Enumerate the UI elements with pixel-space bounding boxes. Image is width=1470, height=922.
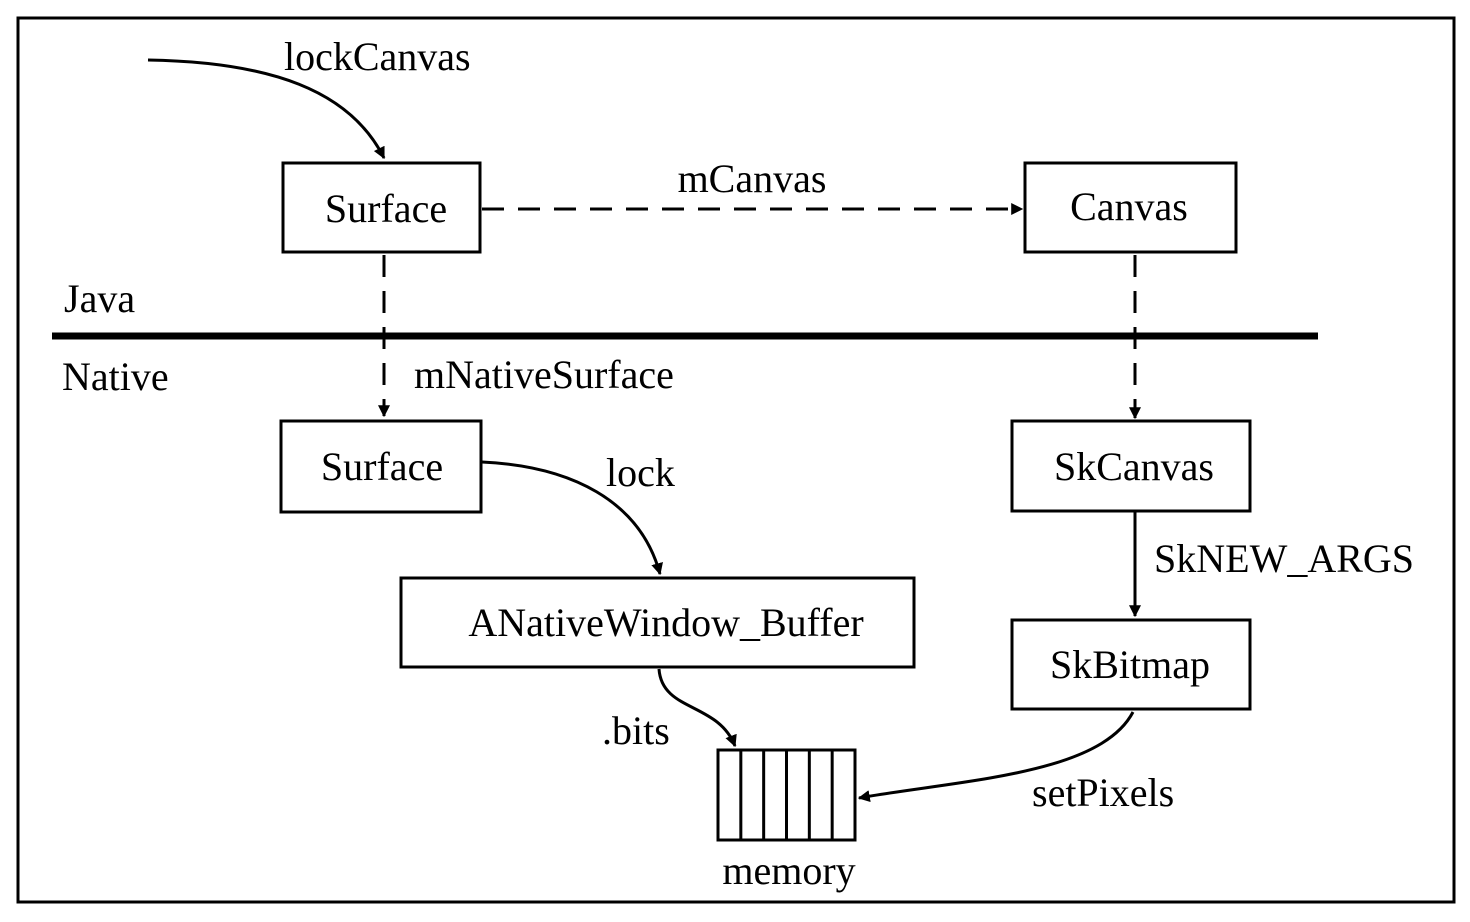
java-canvas-label: Canvas bbox=[1070, 184, 1188, 229]
lock-canvas-arrow bbox=[147, 58, 386, 160]
anative-window-buffer-box bbox=[399, 576, 916, 669]
native-layer-label: Native bbox=[62, 354, 169, 399]
skcanvas-label: SkCanvas bbox=[1054, 444, 1214, 489]
java-canvas-box bbox=[1023, 161, 1238, 254]
memory-block bbox=[716, 748, 857, 842]
native-surface-label: Surface bbox=[321, 444, 443, 489]
bits-label: .bits bbox=[602, 708, 670, 753]
skbitmap-box bbox=[1010, 618, 1252, 711]
java-surface-box bbox=[281, 161, 482, 254]
skbitmap-label: SkBitmap bbox=[1050, 642, 1210, 687]
m-canvas-label: mCanvas bbox=[678, 156, 827, 201]
skcanvas-box bbox=[1010, 419, 1252, 513]
set-pixels-label: setPixels bbox=[1032, 770, 1174, 815]
java-surface-label: Surface bbox=[325, 186, 447, 231]
lock-arrow bbox=[481, 460, 663, 576]
diagram-frame bbox=[16, 16, 1456, 904]
memory-label: memory bbox=[722, 848, 855, 893]
anative-window-buffer-label: ANativeWindow_Buffer bbox=[468, 600, 863, 645]
lock-canvas-label: lockCanvas bbox=[284, 34, 471, 79]
native-surface-box bbox=[279, 419, 483, 514]
java-layer-label: Java bbox=[64, 276, 135, 321]
lock-label: lock bbox=[606, 450, 675, 495]
set-pixels-arrow bbox=[857, 711, 1135, 803]
sk-new-args-label: SkNEW_ARGS bbox=[1154, 536, 1414, 581]
bits-arrow bbox=[657, 668, 737, 748]
m-native-surface-label: mNativeSurface bbox=[414, 352, 674, 397]
